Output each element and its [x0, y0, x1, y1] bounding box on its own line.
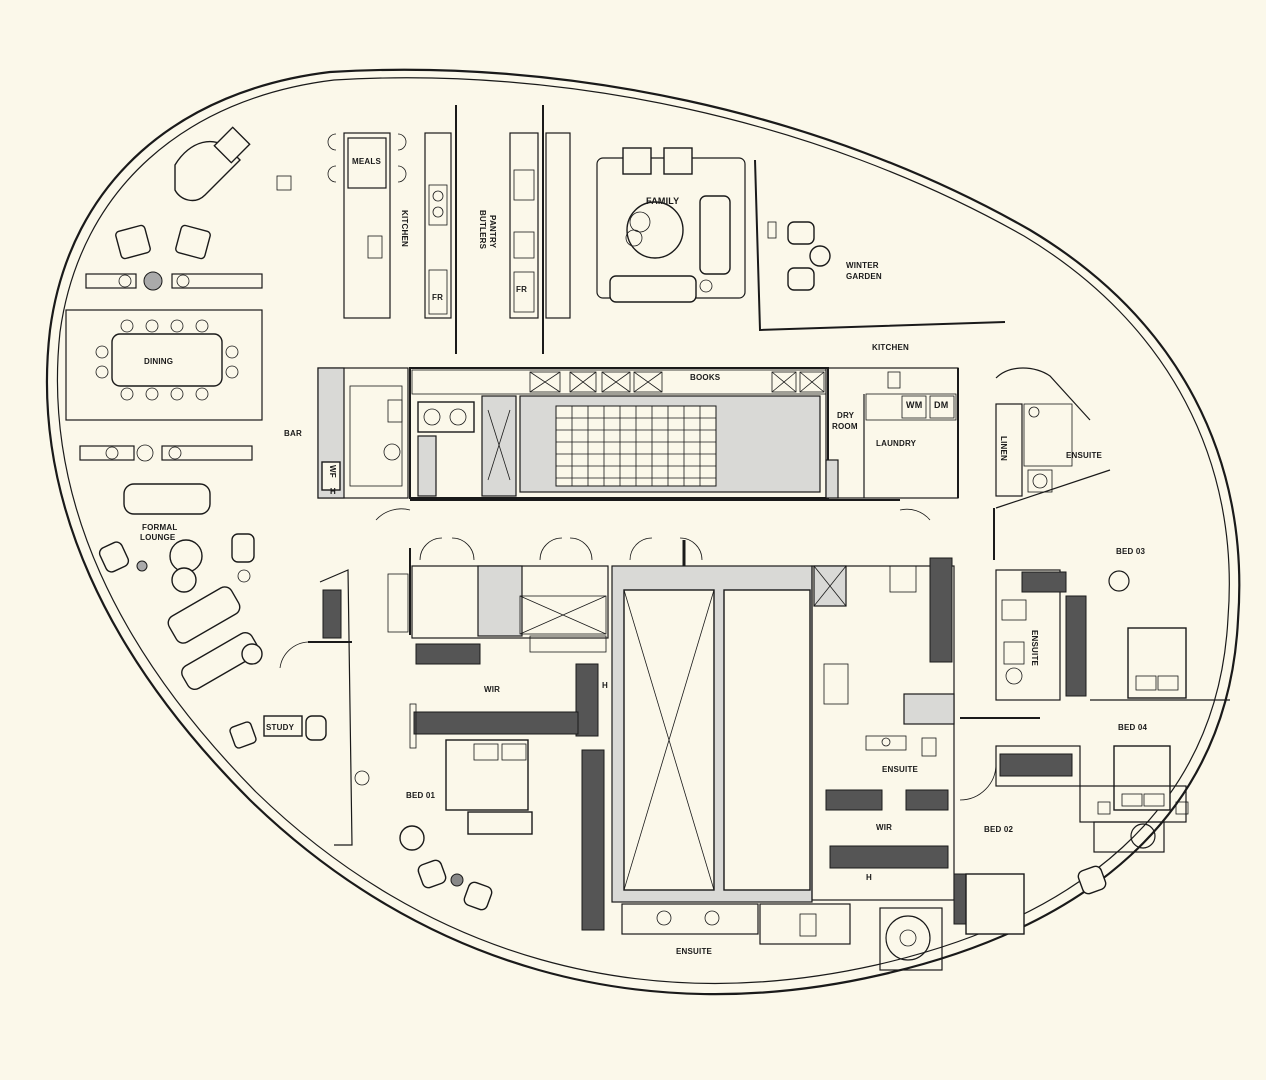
ensuite-top-label: ENSUITE: [1066, 451, 1103, 460]
linen-ensuite: LINEN ENSUITE: [995, 367, 1111, 509]
formal-label: FORMAL: [142, 523, 177, 532]
garden-label: GARDEN: [846, 272, 882, 281]
meals-bench: MEALS KITCHEN: [327, 132, 409, 319]
ensuite-bottom-label: ENSUITE: [676, 947, 713, 956]
east-corridor: [957, 368, 1040, 801]
main-corridor: [375, 499, 931, 635]
bed04-room: BED 04: [995, 723, 1189, 895]
bar-label: BAR: [284, 429, 302, 438]
dry-label: DRY: [837, 411, 855, 420]
fridge-label-1: FR: [432, 293, 443, 302]
lift-core: [611, 565, 813, 903]
ensuite-bed03-label: ENSUITE: [1030, 630, 1039, 667]
hanging-label-1: H: [330, 487, 336, 496]
fridge-label-2: FR: [516, 285, 527, 294]
bar-area: WF H: [317, 367, 409, 499]
linen-label: LINEN: [999, 436, 1008, 461]
family-room: FAMILY: [596, 147, 746, 303]
pantry-label: PANTRY: [488, 215, 497, 249]
wine-fridge-label: WF: [328, 465, 337, 478]
study-label: STUDY: [266, 723, 295, 732]
bottom-ensuite: ENSUITE: [621, 903, 943, 971]
butlers-label: BUTLERS: [478, 210, 487, 250]
bed-03-label: BED 03: [1116, 547, 1146, 556]
books-label: BOOKS: [690, 373, 721, 382]
hanging-label-3: H: [866, 873, 872, 882]
lounge-label: LOUNGE: [140, 533, 176, 542]
kitchen-bench-label: KITCHEN: [400, 210, 409, 247]
ensuite-mid-label: ENSUITE: [882, 765, 919, 774]
wir-mid-label: WIR: [876, 823, 892, 832]
wm-label: WM: [906, 400, 922, 410]
bed03-room: BED 03 ENSUITE: [995, 547, 1230, 701]
dining-area: DINING: [65, 224, 263, 462]
family-label: FAMILY: [646, 196, 679, 206]
study: STUDY: [229, 569, 370, 846]
bed02-wing: ENSUITE WIR H BED 02: [811, 557, 1025, 935]
formal-lounge: FORMAL LOUNGE: [98, 483, 263, 691]
dining-label: DINING: [144, 357, 173, 366]
kitchen-label: KITCHEN: [872, 343, 909, 352]
dm-label: DM: [934, 400, 948, 410]
winter-garden: WINTER GARDEN: [754, 159, 1006, 332]
dry-room-laundry: WM DM DRY ROOM LAUNDRY: [825, 367, 959, 499]
meals-label: MEALS: [352, 157, 381, 166]
laundry-label: LAUNDRY: [876, 439, 917, 448]
bed01-wing: WIR H BED 01: [387, 565, 609, 931]
room-label: ROOM: [832, 422, 858, 431]
kitchen-run: FR: [424, 105, 457, 354]
hanging-label-2: H: [602, 681, 608, 690]
piano: [174, 126, 292, 202]
building-envelope: [45, 68, 1241, 996]
bed-02-label: BED 02: [984, 825, 1014, 834]
bed-01-label: BED 01: [406, 791, 436, 800]
core-north: BOOKS: [409, 367, 829, 499]
butlers-pantry: BUTLERS PANTRY FR: [478, 105, 571, 354]
bed-04-label: BED 04: [1118, 723, 1148, 732]
winter-label: WINTER: [846, 261, 879, 270]
wir-left-label: WIR: [484, 685, 500, 694]
